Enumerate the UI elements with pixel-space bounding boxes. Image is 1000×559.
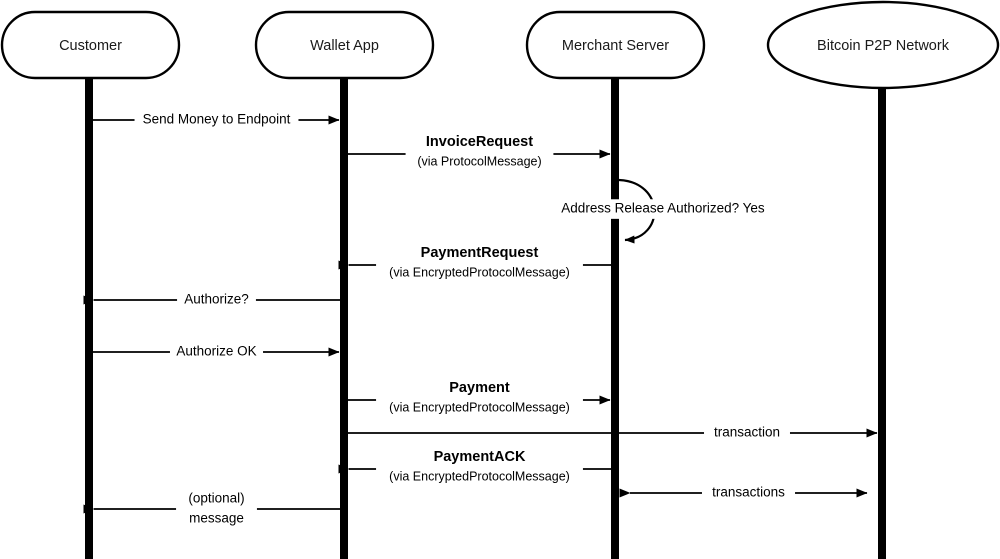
message-authorize-ok[interactable]: Authorize OK [93, 342, 340, 362]
message-label-invoice-request: InvoiceRequest [426, 134, 533, 150]
message-address-release-authorized[interactable]: Address Release Authorized? Yes [549, 178, 777, 244]
message-label-transaction: transaction [714, 425, 780, 440]
message-payment-ack[interactable]: PaymentACK (via EncryptedProtocolMessage) [338, 447, 611, 483]
message-sublabel-payment-request: (via EncryptedProtocolMessage) [389, 265, 570, 279]
message-label-optional-message: (optional) [188, 491, 244, 506]
message-label-payment-request: PaymentRequest [421, 245, 539, 261]
label-backdrop-payment [376, 378, 583, 412]
message-sublabel-payment: (via EncryptedProtocolMessage) [389, 400, 570, 414]
label-backdrop-address-release-authorized [549, 199, 777, 219]
message-transaction[interactable]: transaction [348, 423, 878, 443]
label-backdrop-payment-request [376, 243, 583, 277]
participant-label-merchant: Merchant Server [562, 38, 669, 54]
label-backdrop-send-money-to-endpoint [134, 110, 299, 130]
label-backdrop-payment-ack [376, 447, 583, 481]
label-backdrop-transactions [701, 483, 796, 503]
label-backdrop-authorize-ok [169, 342, 264, 362]
message-invoice-request[interactable]: InvoiceRequest (via ProtocolMessage) [348, 132, 611, 168]
message-transactions[interactable]: transactions [619, 483, 868, 503]
message-sublabel-optional-message: message [189, 511, 244, 526]
message-label-authorize-question: Authorize? [184, 292, 249, 307]
message-label-send-money-to-endpoint: Send Money to Endpoint [143, 112, 291, 127]
participants-layer: Customer Wallet App Merchant Server Bitcoin… [0, 0, 1000, 90]
participant-bitcoin[interactable]: Bitcoin P2P Network [766, 0, 1000, 90]
participant-customer[interactable]: Customer [0, 10, 181, 80]
lifelines-layer [85, 78, 886, 559]
participant-wallet[interactable]: Wallet App [254, 10, 435, 80]
participant-label-bitcoin: Bitcoin P2P Network [817, 38, 950, 54]
message-label-authorize-ok: Authorize OK [176, 344, 256, 359]
participant-label-wallet: Wallet App [310, 38, 379, 54]
message-authorize-question[interactable]: Authorize? [83, 290, 340, 310]
message-label-payment-ack: PaymentACK [434, 449, 526, 465]
message-label-address-release-authorized: Address Release Authorized? Yes [561, 201, 765, 216]
label-backdrop-invoice-request [405, 132, 554, 166]
participant-merchant[interactable]: Merchant Server [525, 10, 706, 80]
participant-label-customer: Customer [59, 38, 122, 54]
message-sublabel-payment-ack: (via EncryptedProtocolMessage) [389, 469, 570, 483]
message-optional-message[interactable]: (optional) message [83, 489, 340, 526]
label-backdrop-authorize-question [177, 290, 256, 310]
label-backdrop-transaction [704, 423, 790, 443]
message-payment-request[interactable]: PaymentRequest (via EncryptedProtocolMess… [338, 243, 611, 279]
message-payment[interactable]: Payment (via EncryptedProtocolMessage) [348, 378, 611, 414]
label-backdrop-optional-message [176, 489, 257, 523]
message-label-payment: Payment [449, 380, 510, 396]
message-sublabel-invoice-request: (via ProtocolMessage) [417, 154, 541, 168]
message-label-transactions: transactions [712, 485, 785, 500]
message-send-money-to-endpoint[interactable]: Send Money to Endpoint [93, 110, 340, 130]
